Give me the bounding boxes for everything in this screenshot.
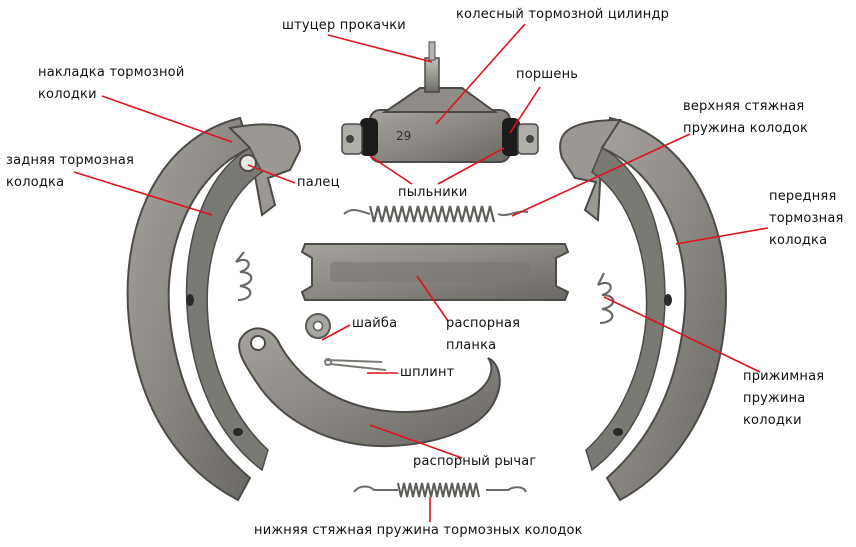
- cotter-pin: [325, 359, 386, 370]
- lower-return-spring: [354, 483, 526, 497]
- strut-bar: [302, 244, 568, 300]
- label-rear-shoe: задняя тормозная колодка: [6, 150, 134, 194]
- label-upper-spring: верхняя стяжная пружина колодок: [683, 96, 808, 140]
- label-lever: распорный рычаг: [413, 451, 536, 473]
- label-lining: накладка тормозной колодки: [38, 62, 185, 106]
- upper-return-spring: [344, 206, 528, 222]
- bleeder-fitting: [425, 58, 439, 92]
- label-bleeder: штуцер прокачки: [282, 15, 406, 37]
- label-lower-spring: нижняя стяжная пружина тормозных колодок: [254, 520, 583, 542]
- label-hold-down-spring: прижимная пружина колодки: [743, 366, 824, 432]
- label-piston: поршень: [516, 64, 578, 86]
- washer: [306, 314, 330, 338]
- label-cotter-pin: шплинт: [400, 362, 454, 384]
- wheel-brake-cylinder: 29: [342, 42, 538, 162]
- label-strut: распорная планка: [446, 313, 520, 357]
- label-pin: палец: [297, 172, 340, 194]
- label-wheel-cylinder: колесный тормозной цилиндр: [456, 4, 669, 26]
- label-washer: шайба: [352, 313, 397, 335]
- front-brake-shoe: [560, 118, 726, 500]
- label-front-shoe: передняя тормозная колодка: [769, 186, 844, 252]
- cylinder-marking: 29: [396, 129, 411, 143]
- left-hold-down-spring: [236, 252, 251, 300]
- label-boots: пыльники: [398, 182, 468, 204]
- leader-bleeder: [328, 35, 432, 62]
